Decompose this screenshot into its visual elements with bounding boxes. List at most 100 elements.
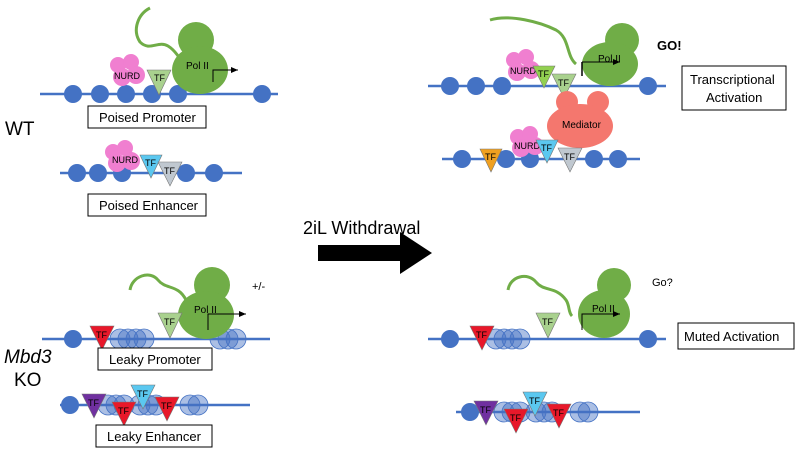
pol2-ctd-tail [489,16,578,66]
tf-triangle [522,391,548,417]
tf-label: TF [542,317,553,327]
tf-triangle [546,403,572,429]
nucleosome [169,85,187,103]
nucleosome [117,85,135,103]
nurd-label: NURD [114,71,140,81]
tss-arrow [207,311,246,330]
nucleosome [205,164,223,182]
pol2-ctd-tail [506,274,574,318]
pol2-label: Pol II [598,54,621,65]
nucleosome [585,150,603,168]
nucleosome [64,330,82,348]
mediator-label: Mediator [562,120,602,131]
ko-suffix-label: KO [14,370,41,391]
loosened-nucleosomes [485,328,531,350]
tf-triangle [157,312,183,339]
tss-arrow [581,311,620,330]
wt-label: WT [5,119,35,140]
tf-label: TF [564,152,575,162]
tf-triangle [154,396,180,422]
transcriptional-activation-label-1: Transcriptional [690,72,775,87]
nucleosome [639,330,657,348]
nucleosome [253,85,271,103]
poised-enhancer-diagram: NURD TF TF [60,140,242,187]
pol2-label: Pol II [592,304,615,315]
tf-label: TF [553,408,564,418]
tf-label: TF [88,398,99,408]
nucleosome [177,164,195,182]
nucleosome [89,164,107,182]
tf-label: TF [529,396,540,406]
active-enhancer-diagram: NURD TF TF TF [442,126,640,173]
tf-triangle [557,147,583,173]
transcriptional-activation-box [681,65,787,111]
tf-triangle [473,400,499,426]
plus-minus-label: +/- [252,281,265,293]
tf-triangle [551,73,577,99]
poised-promoter-label: Poised Promoter [99,110,196,125]
tf-triangle [146,69,172,96]
nucleosome [61,396,79,414]
tf-triangle [139,154,163,179]
leaky-enhancer-diagram: TF TF TF TF [60,384,250,427]
tf-label: TF [485,152,496,162]
nucleosome [91,85,109,103]
tf-label: TF [510,413,521,423]
tf-triangle [157,161,183,187]
tf-label: TF [538,69,549,79]
tf-label: TF [558,78,569,88]
tf-label: TF [96,330,107,340]
tf-label: TF [161,401,172,411]
tf-label: TF [164,317,175,327]
tf-triangle [535,312,561,339]
muted-activation-label: Muted Activation [684,329,779,344]
tf-triangle [469,325,495,351]
nucleosome [493,77,511,95]
leaky-enhancer-label: Leaky Enhancer [107,429,202,444]
pol2-label: Pol II [194,305,217,316]
tf-label: TF [118,406,129,416]
tf-label: TF [164,166,175,176]
tf-triangle [503,408,529,434]
go-question-label: Go? [652,277,673,289]
nucleosome [453,150,471,168]
tf-label: TF [541,143,552,153]
muted-activation-box [677,322,795,350]
tf-triangle [479,148,503,173]
nucleosome [467,77,485,95]
tf-label: TF [480,405,491,415]
tf-triangle [111,401,137,427]
leaky-promoter-diagram: TF Pol II TF [42,267,270,351]
pol2-body [582,42,638,86]
nurd-label: NURD [510,66,536,76]
ko-gene-label: Mbd3 [4,347,52,368]
tf-label: TF [137,389,148,399]
loosened-nucleosomes [109,328,247,350]
withdrawal-label: 2iL Withdrawal [303,218,420,238]
nurd-label: NURD [112,155,138,165]
nucleosome [64,85,82,103]
leaky-promoter-label: Leaky Promoter [109,352,201,367]
mediator [547,104,613,148]
nurd-label: NURD [514,141,540,151]
leaky-promoter-box [97,347,213,371]
nucleosome [461,403,479,421]
nucleosome [497,150,515,168]
nucleosome [68,164,86,182]
pol2-body [172,46,228,94]
withdrawal-arrow [318,232,432,274]
tf-triangle [81,393,107,419]
tf-label: TF [145,158,156,168]
tss-arrow [212,67,238,82]
tf-triangle [532,65,556,89]
tf-label: TF [476,330,487,340]
nucleosome [441,330,459,348]
pol2-label: Pol II [186,61,209,72]
transcriptional-activation-label-2: Activation [706,90,762,105]
nucleosome [441,77,459,95]
poised-enhancer-box [87,193,207,217]
tf-triangle [130,384,156,410]
poised-promoter-box [87,105,207,129]
tf-label: TF [154,73,165,83]
